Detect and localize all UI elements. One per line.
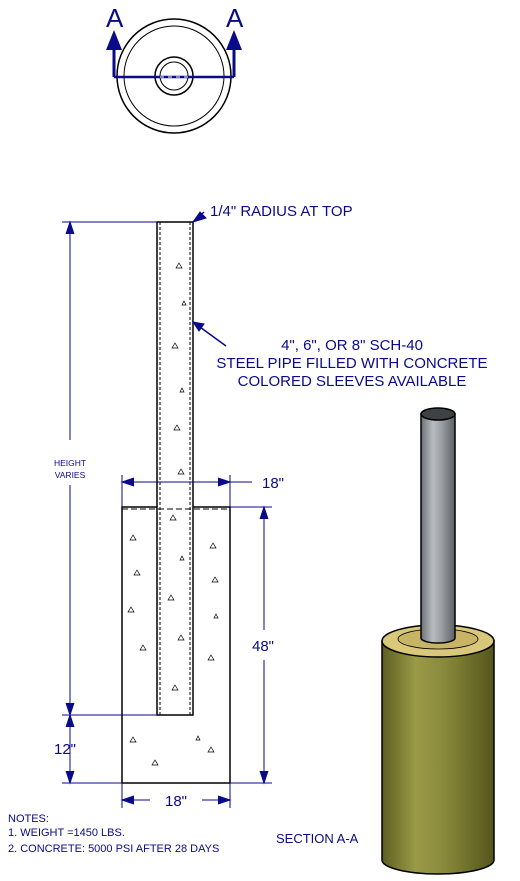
sleeve-body	[381, 640, 495, 875]
dimensions	[62, 211, 272, 808]
note-item-2: 2. CONCRETE: 5000 PSI AFTER 28 DAYS	[8, 843, 219, 855]
section-arrow-left-head	[106, 30, 122, 50]
section-arrow-right-head	[226, 30, 242, 50]
footing-aggregate	[127, 534, 219, 766]
height-label-line1: HEIGHT	[54, 458, 86, 468]
top-radius-callout: 1/4" RADIUS AT TOP	[210, 203, 353, 220]
bollard-3d-render	[381, 407, 495, 875]
pipe-top-opening	[420, 407, 456, 421]
pipe-spec-line2: STEEL PIPE FILLED WITH CONCRETE	[216, 355, 487, 372]
steel-pipe	[156, 221, 194, 716]
embed-depth-label: 48"	[252, 638, 274, 655]
plan-view: A A	[106, 3, 244, 134]
below-pipe-label: 12"	[54, 741, 76, 758]
pipe-body	[420, 413, 456, 644]
pipe-spec-line3: COLORED SLEEVES AVAILABLE	[238, 373, 467, 390]
height-label-line2: VARIES	[55, 470, 86, 480]
footing-bottom-width-label: 18"	[165, 793, 187, 810]
pipe-spec-line1: 4", 6", OR 8" SCH-40	[281, 337, 423, 354]
section-marker-right: A	[226, 3, 244, 33]
section-label: SECTION A-A	[276, 831, 359, 846]
section-marker-left: A	[106, 3, 124, 33]
footing-top-width-label: 18"	[262, 475, 284, 492]
pipe-aggregate	[167, 262, 187, 691]
section-view	[121, 221, 231, 784]
notes-title: NOTES:	[8, 813, 49, 825]
note-item-1: 1. WEIGHT =1450 LBS.	[8, 827, 125, 839]
